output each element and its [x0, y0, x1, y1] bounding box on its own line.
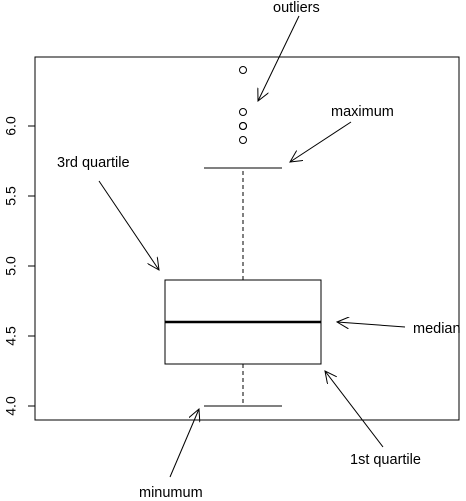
annotation-maximum: maximum — [331, 104, 394, 120]
outlier-points — [239, 66, 247, 144]
y-tick-label: 6.0 — [3, 116, 19, 136]
y-tick-label: 5.5 — [3, 186, 19, 206]
annotation-3rd-quartile: 3rd quartile — [57, 155, 130, 171]
y-tick-label: 5.0 — [3, 256, 19, 276]
plot-frame — [34, 56, 460, 421]
annotation-median: median — [413, 321, 461, 337]
y-axis-ticks — [28, 125, 35, 407]
y-axis-tick-labels: 4.0 4.5 5.0 5.5 6.0 — [3, 116, 19, 416]
annotation-1st-quartile: 1st quartile — [350, 452, 421, 468]
y-tick-label: 4.5 — [3, 326, 19, 346]
outlier-point — [239, 66, 247, 74]
outlier-point — [239, 136, 247, 144]
annotation-minimum: minumum — [139, 485, 203, 501]
y-tick-label: 4.0 — [3, 396, 19, 416]
arrow-outliers — [258, 15, 300, 101]
arrow-1st-quartile — [325, 371, 384, 448]
annotation-outliers: outliers — [273, 0, 320, 16]
boxplot — [164, 66, 322, 407]
outlier-point — [239, 108, 247, 116]
outlier-point — [239, 122, 247, 130]
arrow-3rd-quartile — [98, 180, 159, 270]
arrow-median — [337, 322, 406, 327]
arrow-maximum — [290, 121, 352, 162]
arrow-minimum — [169, 409, 199, 478]
